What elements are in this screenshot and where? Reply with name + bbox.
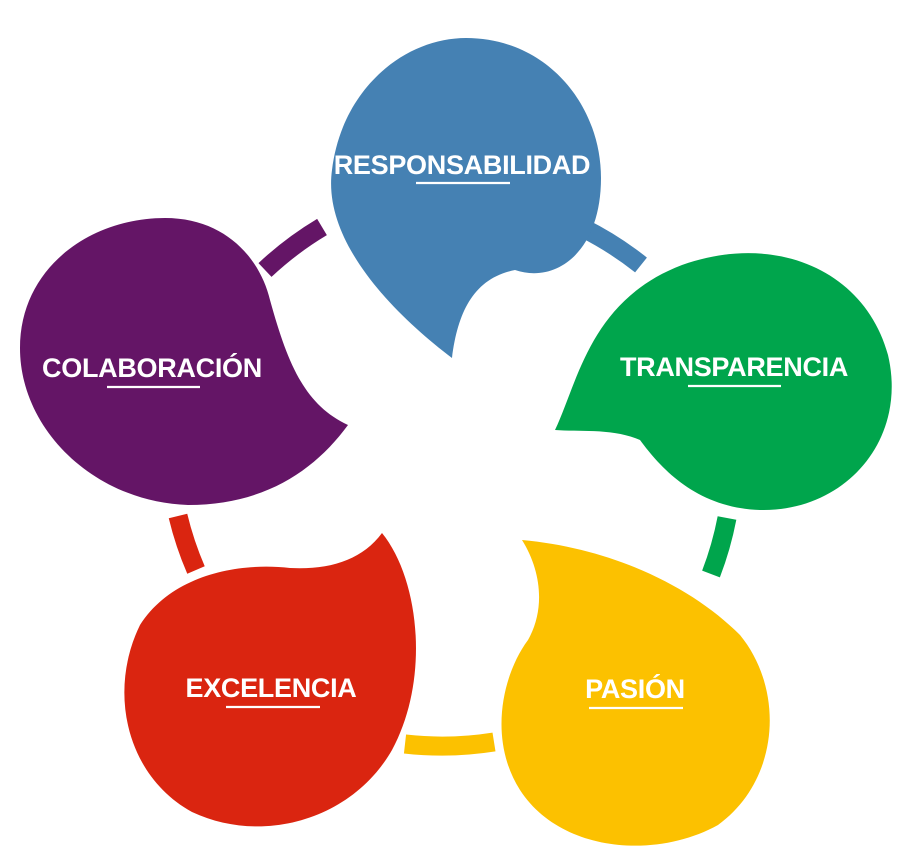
- drop-transparencia: TRANSPARENCIA: [555, 253, 892, 511]
- label-transparencia: TRANSPARENCIA: [620, 352, 848, 382]
- connector-responsabilidad-transparencia: [578, 219, 647, 273]
- drop-shape-colaboracion: [20, 218, 348, 505]
- drop-shape-excelencia: [124, 533, 416, 827]
- connector-transparencia-pasion: [702, 516, 737, 578]
- label-pasion: PASIÓN: [585, 673, 685, 704]
- drop-pasion: PASIÓN: [501, 540, 770, 846]
- connector-excelencia-colaboracion: [168, 513, 205, 574]
- label-responsabilidad: RESPONSABILIDAD: [334, 150, 591, 180]
- drop-excelencia: EXCELENCIA: [124, 533, 416, 827]
- drop-shape-responsabilidad: [331, 38, 601, 358]
- drop-responsabilidad: RESPONSABILIDAD: [331, 38, 601, 358]
- drop-colaboracion: COLABORACIÓN: [20, 218, 348, 505]
- ring-connectors: [168, 218, 737, 756]
- connector-colaboracion-responsabilidad: [258, 218, 327, 278]
- label-excelencia: EXCELENCIA: [185, 673, 356, 703]
- label-colaboracion: COLABORACIÓN: [42, 352, 262, 383]
- connector-pasion-excelencia: [403, 732, 496, 756]
- drop-shape-pasion: [501, 540, 770, 846]
- drop-shape-transparencia: [555, 253, 892, 511]
